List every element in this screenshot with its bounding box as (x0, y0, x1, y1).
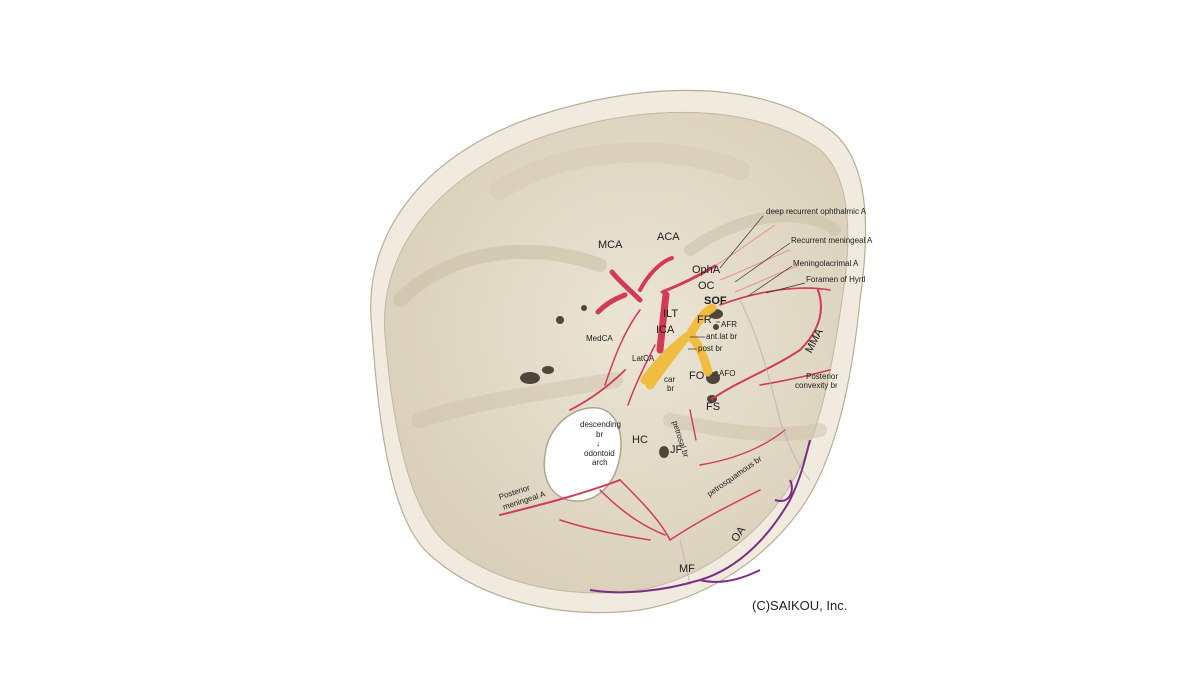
foramen-left-3 (556, 316, 564, 324)
label-descending-arrow: ↓ (596, 439, 600, 448)
occipital-artery (589, 439, 811, 594)
label-car-br-2: br (667, 384, 675, 393)
label-oc: OC (698, 280, 715, 292)
lateral-clival-artery (627, 344, 656, 406)
copyright-notice: (C)SAIKOU, Inc. (752, 598, 848, 613)
label-mca: MCA (598, 239, 623, 251)
meningolacrimal-branch (734, 265, 799, 293)
middle-cerebral-artery (595, 269, 643, 315)
label-jf: JF (670, 444, 683, 456)
foramen-left-2 (542, 366, 554, 374)
leader-deep-recurrent (719, 215, 764, 269)
deep-recurrent-ophthalmic-branch (714, 224, 776, 267)
label-descending-2: br (596, 430, 604, 439)
petrosal-branch (689, 409, 697, 441)
petrous-ridge-right (663, 413, 827, 442)
label-sof: SOF (704, 295, 727, 307)
lower-arterial-network (559, 479, 761, 541)
label-odontoid-1: odontoid (584, 449, 615, 458)
foramen-left-1 (520, 372, 540, 384)
foramen-rotundum (713, 324, 719, 330)
label-posterior-convexity-1: Posterior (806, 372, 839, 381)
label-ant-lat-br: ant.lat br (706, 332, 738, 341)
label-mf: MF (679, 563, 695, 575)
sphenoid-ridge-left (393, 244, 607, 307)
foramen-magnum (543, 407, 622, 502)
label-posterior-convexity-2: convexity br (795, 381, 838, 390)
label-medca: MedCA (586, 334, 613, 343)
recurrent-meningeal-branch (719, 249, 791, 281)
label-deep-recurrent: deep recurrent ophthalmic A (766, 207, 867, 216)
label-afr: AFR (721, 320, 737, 329)
petrous-ridge-left (412, 372, 623, 428)
label-opha: OphA (692, 264, 721, 276)
label-descending-1: descending (580, 420, 621, 429)
label-fo: FO (689, 370, 705, 382)
descending-branch (569, 369, 626, 411)
label-aca: ACA (657, 231, 680, 243)
posterior-meningeal-artery (499, 479, 621, 516)
faint-branches (714, 224, 799, 293)
label-meningolacrimal: Meningolacrimal A (793, 259, 859, 268)
leader-meningolacrimal (747, 265, 793, 297)
label-recurrent-meningeal: Recurrent meningeal A (791, 236, 873, 245)
trigeminal-nerve (640, 303, 717, 390)
foramen-left-4 (581, 305, 587, 311)
internal-carotid-artery (656, 291, 670, 354)
label-hc: HC (632, 434, 648, 446)
label-latca: LatCA (632, 354, 655, 363)
arteries (499, 256, 831, 541)
label-fs: FS (706, 401, 721, 413)
anterior-fossa-shade (490, 142, 750, 200)
label-ilt: ILT (663, 308, 679, 320)
leader-lines (688, 215, 806, 376)
petrosquamous-branch (699, 429, 786, 466)
label-fr: FR (697, 314, 712, 326)
sphenoid-ridge-right (684, 210, 841, 256)
label-post-br: post br (698, 344, 723, 353)
anterior-foramen-ovale (714, 371, 718, 375)
leader-recurrent-meningeal (734, 242, 791, 283)
medial-clival-artery (604, 309, 641, 386)
label-car-br-1: car (664, 375, 676, 384)
jugular-foramen (659, 446, 669, 458)
mma-posterior-convexity-branch (759, 369, 831, 386)
label-foramen-hyrtl: Foramen of Hyrtl (806, 275, 866, 284)
label-ica: ICA (656, 324, 675, 336)
label-afo: AFO (719, 369, 736, 378)
middle-meningeal-artery (711, 289, 822, 400)
anterior-cerebral-artery (638, 256, 674, 292)
label-odontoid-2: arch (592, 458, 608, 467)
leader-foramen-hyrtl (765, 282, 806, 294)
ophthalmic-artery (660, 264, 717, 294)
